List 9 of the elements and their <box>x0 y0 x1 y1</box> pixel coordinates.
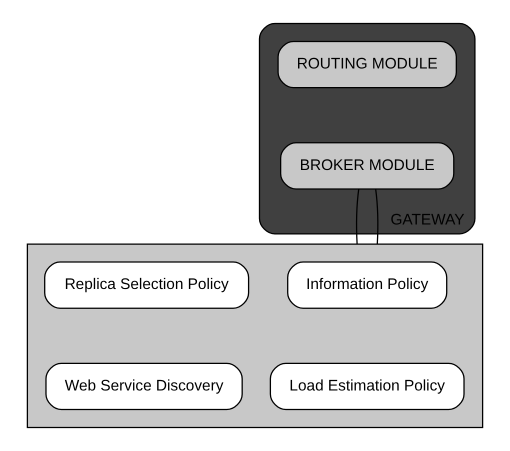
cluster <box>26 243 484 428</box>
node-box: Replica Selection Policy <box>44 261 250 309</box>
node-box: Information Policy <box>287 261 448 309</box>
node-box: BROKER MODULE <box>280 142 454 190</box>
connector <box>356 189 360 244</box>
node-box: Web Service Discovery <box>45 362 243 410</box>
node-box: ROUTING MODULE <box>277 40 457 88</box>
connector <box>375 189 378 244</box>
node-box: Load Estimation Policy <box>270 362 465 410</box>
